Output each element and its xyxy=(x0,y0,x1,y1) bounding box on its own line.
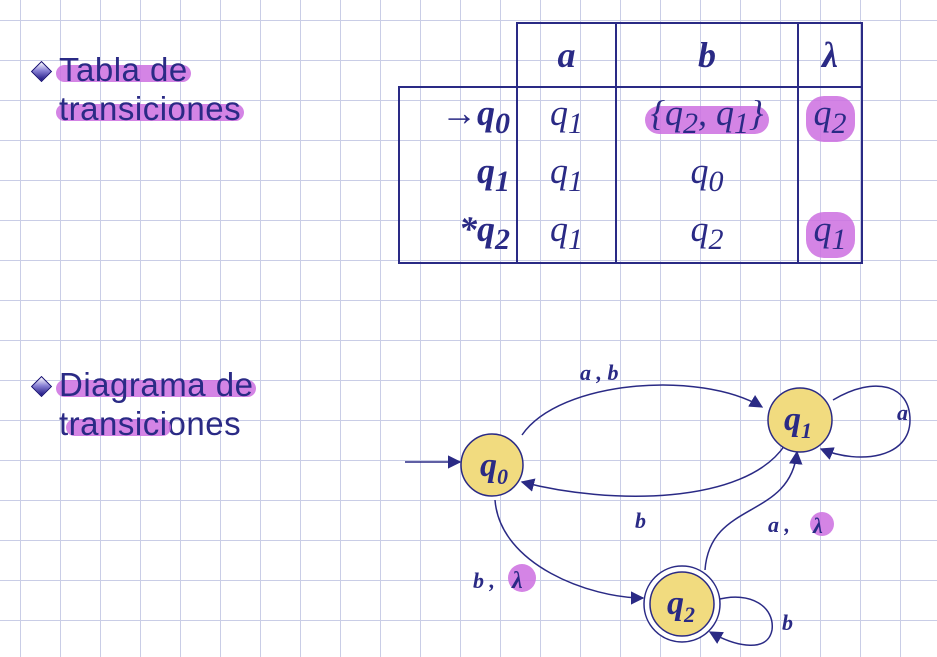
table-cell-lambda xyxy=(798,146,863,204)
bullet-2-line-2b: ransici xyxy=(68,405,168,442)
table-header-row: a b λ xyxy=(399,22,863,87)
table-cell-b: q2 xyxy=(616,204,799,264)
bullet-2-line-1b: de xyxy=(215,366,254,403)
table-row: q1 q1 q0 xyxy=(398,146,863,204)
highlight-mark xyxy=(810,512,834,536)
table-header-a: a xyxy=(517,22,617,87)
bullet-2-line-1a: Diagrama xyxy=(59,366,216,403)
edge-q1-self xyxy=(819,385,911,460)
bullet-1-line-1: Tabla de xyxy=(59,51,188,88)
bullet-2-line-2a: t xyxy=(59,405,69,442)
edge-q1-q0 xyxy=(520,444,786,497)
bullet-diagrama: Diagrama de transiciones xyxy=(22,365,253,443)
edge-q2-q1 xyxy=(704,450,803,571)
label-q0-q1: a , b xyxy=(580,360,619,385)
table-row: *q2 q1 q2 q1 xyxy=(398,204,863,264)
table-cell-a: q1 xyxy=(517,86,617,146)
highlight-mark xyxy=(508,564,536,592)
label-q2-self: b xyxy=(782,610,793,635)
table-cell-a: q1 xyxy=(517,204,617,264)
transition-table: a b λ →q0 q1 {q2, q1} q2 q1 q1 q0 *q2 q1… xyxy=(398,22,863,264)
edge-q0-q1 xyxy=(521,384,764,436)
label-q1-self: a xyxy=(897,400,908,425)
table-cell-state: →q0 xyxy=(398,86,518,146)
edge-q0-q2 xyxy=(494,499,645,605)
state-q2: q2 xyxy=(643,565,721,643)
svg-text:q1: q1 xyxy=(784,401,812,443)
table-header-b: b xyxy=(616,22,799,87)
label-q2-q1-a: a , xyxy=(768,512,790,537)
table-row: →q0 q1 {q2, q1} q2 xyxy=(398,86,863,146)
table-cell-state: *q2 xyxy=(398,204,518,264)
label-q0-q2-b: b , xyxy=(473,568,495,593)
table-header-lambda: λ xyxy=(798,22,863,87)
table-cell-b: {q2, q1} xyxy=(616,86,799,146)
table-header-empty xyxy=(399,23,518,87)
svg-text:q0: q0 xyxy=(480,447,508,489)
table-cell-a: q1 xyxy=(517,146,617,204)
state-q1: q1 xyxy=(767,387,833,453)
table-cell-state: q1 xyxy=(398,146,518,204)
label-q1-q0: b xyxy=(635,508,646,533)
edge-q2-self xyxy=(708,596,773,646)
table-cell-b: q0 xyxy=(616,146,799,204)
bullet-tabla: Tabla de transiciones xyxy=(22,50,241,128)
label-q2-q1-lambda: λ xyxy=(812,513,823,538)
label-q0-q2-lambda: λ xyxy=(511,568,523,594)
bullet-1-line-2: transiciones xyxy=(59,90,242,127)
state-q0: q0 xyxy=(460,433,524,497)
table-cell-lambda: q2 xyxy=(798,86,863,146)
table-cell-lambda: q1 xyxy=(798,204,863,264)
svg-text:q2: q2 xyxy=(667,585,695,627)
bullet-2-line-2c: ones xyxy=(167,405,242,442)
